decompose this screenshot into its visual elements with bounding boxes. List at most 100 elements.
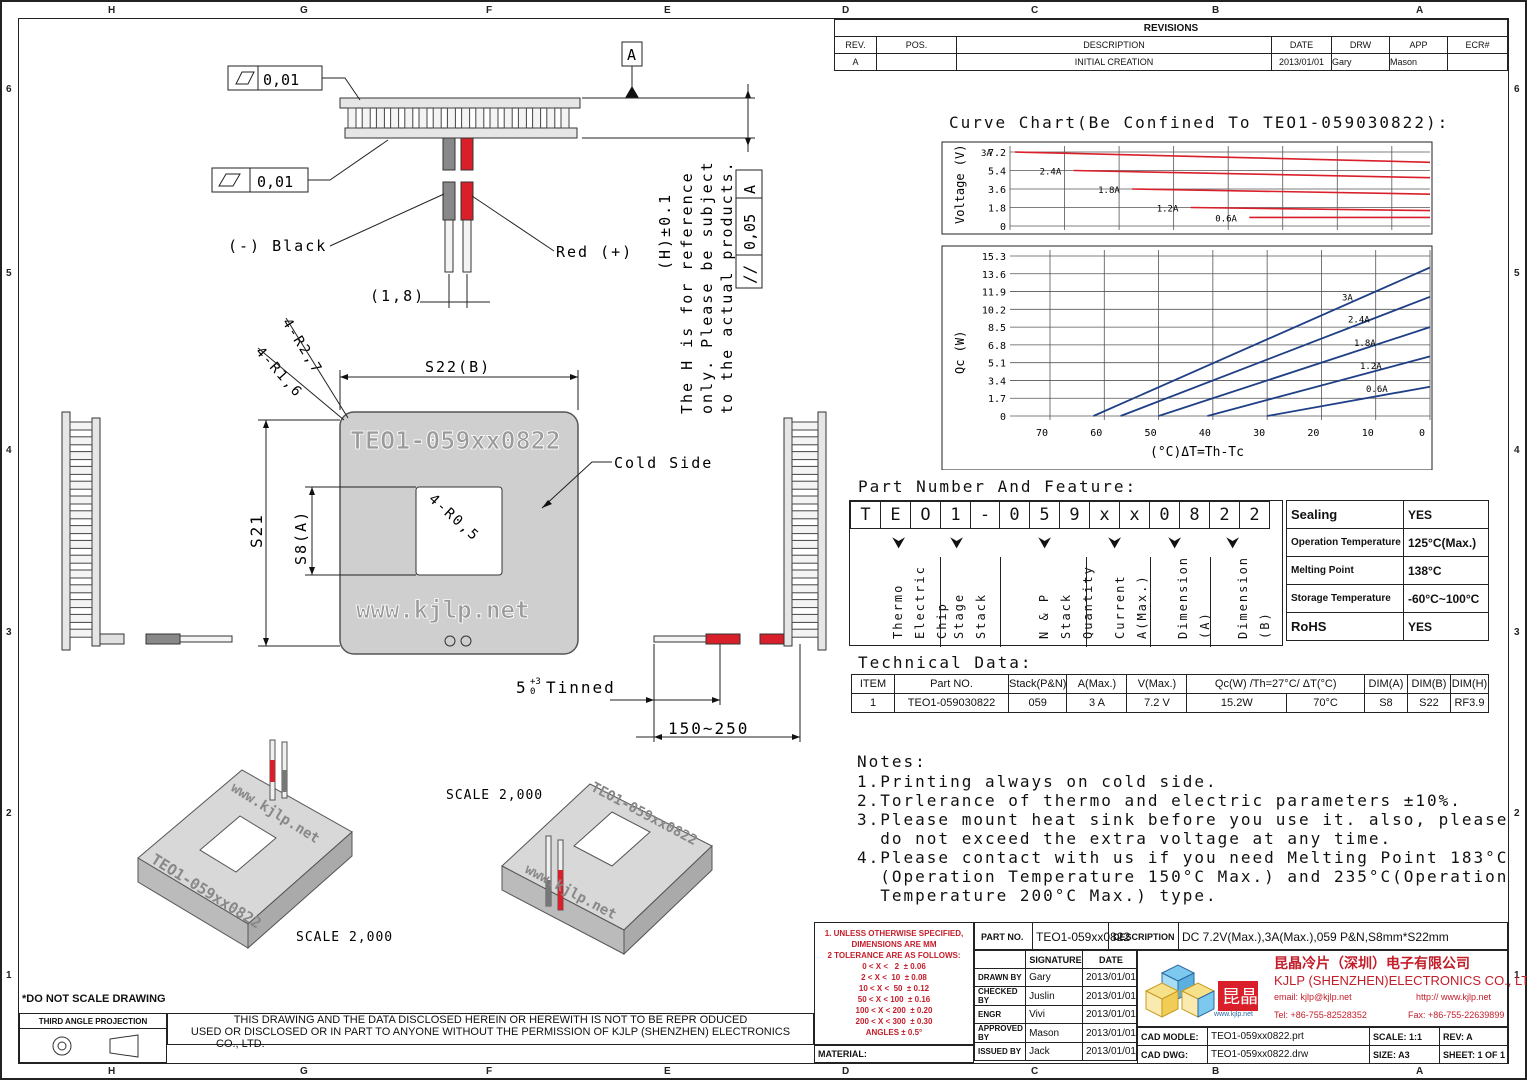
zone-number-right: 2	[1514, 808, 1520, 819]
pellet	[791, 628, 819, 638]
qc-series-label: 2.4A	[1348, 315, 1370, 325]
pellet-row	[347, 107, 570, 129]
feature-name: Melting Point	[1286, 556, 1404, 585]
qc-tick-label: 5.1	[988, 359, 1006, 370]
pellet	[418, 107, 428, 129]
th-dimb: DIM(B)	[1406, 674, 1451, 694]
signature-date: 2013/01/01	[1081, 1042, 1138, 1061]
pellet	[489, 107, 499, 129]
company-web[interactable]: http:// www.kjlp.net	[1416, 992, 1492, 1002]
v-tick-label: 1.8	[988, 204, 1006, 215]
v-tick-label: 0	[1000, 222, 1006, 233]
projection-box: THIRD ANGLE PROJECTION	[19, 1013, 167, 1063]
zone-number-right: 6	[1514, 84, 1520, 95]
th-qc: Qc(W) /Th=27°C/ ΔT(°C)	[1186, 674, 1365, 694]
td-vmax: 7.2 V	[1126, 693, 1188, 713]
pellet	[361, 107, 371, 129]
qc-series-label: 1.8A	[1354, 339, 1376, 349]
pellet	[517, 107, 527, 129]
pellet	[791, 525, 819, 535]
zone-number-right: 3	[1514, 627, 1520, 638]
td-stack: 059	[1007, 693, 1068, 713]
pellet	[69, 613, 93, 623]
technical-table: ITEM Part NO. Stack(P&N) A(Max.) V(Max.)…	[851, 674, 1490, 713]
feature-value: -60°C~100°C	[1403, 584, 1489, 613]
part-number-char: -	[970, 501, 1000, 529]
zone-number-left: 3	[6, 627, 12, 638]
th-vmax: V(Max.)	[1126, 674, 1188, 694]
td-dima: S8	[1363, 693, 1408, 713]
qc-axis-label: Qc (W)	[953, 331, 967, 374]
zone-letter-bottom: E	[664, 1066, 671, 1077]
part-no-label: PART NO.	[975, 923, 1033, 949]
pellet	[791, 451, 819, 461]
part-number-field-cell: Dimension (B)	[1210, 556, 1272, 647]
cad-dwg-value: TEO1-059xx0822.drw	[1207, 1045, 1370, 1064]
pellet	[69, 569, 93, 579]
td-part: TEO1-059030822	[894, 693, 1009, 713]
flatness-icon	[235, 71, 255, 85]
center-hole	[415, 486, 503, 576]
scale-cell: SCALE: 1:1	[1369, 1027, 1440, 1046]
zone-letter-bottom: C	[1031, 1066, 1039, 1077]
zone-letter-bottom: D	[842, 1066, 850, 1077]
red-wire-tin	[462, 219, 472, 273]
part-number-field: Stage Stack	[952, 592, 988, 639]
red-wire-insulation	[460, 181, 474, 221]
chart-title: Curve Chart(Be Confined To TEO1-05903082…	[949, 113, 1450, 132]
pellet	[546, 107, 556, 129]
note-line: 4.Please contact with us if you need Mel…	[857, 848, 1509, 867]
right-elevation: 5 +3 0 Tinned 150~250	[516, 411, 827, 742]
projection-symbol	[52, 1034, 139, 1058]
parallel-icon: //	[740, 265, 759, 284]
th-item: ITEM	[851, 674, 895, 694]
pellet	[791, 421, 819, 431]
pellet	[347, 107, 357, 129]
feature-value: 138°C	[1403, 556, 1489, 585]
h-note-1: (H)±0.1	[656, 193, 674, 270]
qc-x-tick-label: 10	[1362, 428, 1374, 439]
signature-signature: Juslin	[1025, 986, 1083, 1006]
part-no-value: TEO1-059xx0822	[1033, 923, 1130, 949]
company-email[interactable]: email: kjlp@kjlp.net	[1274, 992, 1352, 1002]
date-header: DATE	[1081, 950, 1138, 969]
qc-series-label: 1.2A	[1360, 362, 1382, 372]
note-line: Temperature 200°C Max.) type.	[857, 886, 1218, 905]
date-cell: 2013/01/01	[1271, 53, 1332, 71]
company-tel: Tel: +86-755-82528352	[1274, 1010, 1367, 1020]
qc-x-tick-label: 20	[1307, 428, 1319, 439]
voltage-series-label: 1.8A	[1098, 186, 1120, 196]
pellet	[69, 421, 93, 431]
pellet	[560, 107, 570, 129]
tolerance-line: 2 < X < 10 ± 0.08	[861, 973, 927, 982]
part-number-field-cell: N & P Stack Quantity	[1000, 557, 1095, 647]
part-number-char: 8	[1179, 501, 1210, 529]
part-number-char: 2	[1209, 501, 1240, 529]
scale-label-right: SCALE 2,000	[446, 788, 543, 803]
pellet	[791, 599, 819, 609]
cad-model-value: TEO1-059xx0822.prt	[1207, 1027, 1370, 1046]
size-cell: SIZE: A3	[1369, 1045, 1440, 1064]
qc-x-tick-label: 50	[1145, 428, 1157, 439]
pellet	[69, 436, 93, 446]
zone-letter-top: H	[108, 5, 116, 16]
voltage-axis-label: Voltage (V)	[953, 145, 967, 224]
td-amax: 3 A	[1066, 693, 1128, 713]
signature-role: APPROVED BY	[973, 1023, 1027, 1043]
part-number-char: T	[850, 501, 881, 529]
pellet	[503, 107, 513, 129]
th-dima: DIM(A)	[1363, 674, 1408, 694]
tinned-dim: 5	[516, 678, 528, 697]
qc-series-line	[1158, 326, 1431, 417]
qc-x-tick-label: 30	[1253, 428, 1265, 439]
td-item: 1	[851, 693, 895, 713]
signature-date: 2013/01/01	[1081, 1005, 1138, 1024]
zone-letter-top: B	[1212, 5, 1220, 16]
flatness-value-bottom: 0,01	[257, 173, 293, 191]
